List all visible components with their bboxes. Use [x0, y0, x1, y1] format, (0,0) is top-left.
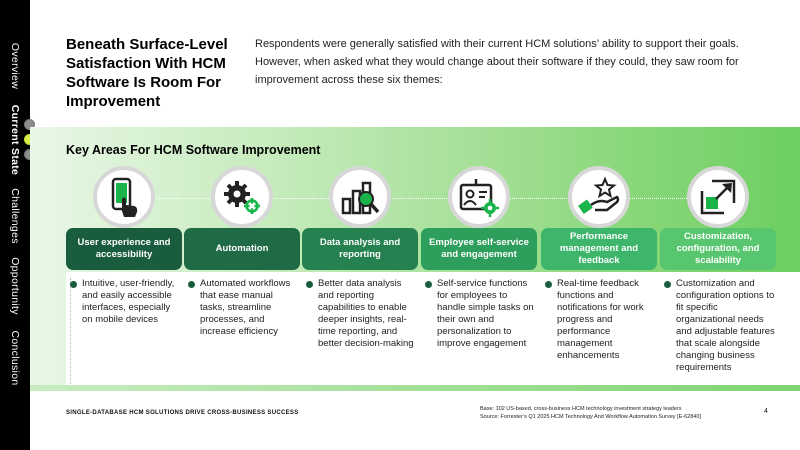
theme-description: Better data analysis and reporting capab… — [306, 278, 418, 350]
theme-description: Intuitive, user-friendly, and easily acc… — [70, 278, 182, 326]
page-title: Beneath Surface-Level Satisfaction With … — [66, 36, 228, 110]
icon-connector-line — [125, 198, 725, 199]
hand-star-icon — [578, 176, 620, 214]
theme-pill-customization: Customization, configuration, and scalab… — [660, 228, 776, 270]
expand-arrow-icon — [700, 179, 736, 215]
intro-paragraph: Respondents were generally satisfied wit… — [255, 38, 739, 86]
nav-item-opportunity[interactable]: Opportunity — [9, 257, 21, 315]
nav-item-challenges[interactable]: Challenges — [9, 188, 21, 244]
band-bottom-strip — [30, 385, 800, 391]
footer-report-title: SINGLE-DATABASE HCM SOLUTIONS DRIVE CROS… — [66, 410, 299, 416]
theme-pill-user-experience: User experience and accessibility — [66, 228, 182, 270]
footer-source-text: Source: Forrester’s Q1 2025 HCM Technolo… — [480, 413, 701, 420]
nav-item-overview[interactable]: Overview — [9, 42, 21, 90]
theme-icon-container — [687, 166, 749, 228]
theme-pill-data-analysis: Data analysis and reporting — [302, 228, 418, 270]
themes-descriptions-panel — [66, 272, 800, 390]
theme-pill-automation: Automation — [184, 228, 300, 270]
side-navigation: Overview Current State Challenges Opport… — [0, 0, 30, 450]
theme-description: Automated workflows that ease manual tas… — [188, 278, 300, 338]
theme-pill-employee-self-service: Employee self-service and engagement — [421, 228, 537, 270]
theme-icon-container — [568, 166, 630, 228]
nav-item-current-state[interactable]: Current State — [9, 104, 21, 176]
theme-column-employee-self-service: Employee self-service and engagement Sel… — [421, 166, 537, 349]
theme-description: Real-time feedback functions and notific… — [545, 278, 657, 362]
theme-icon-container — [93, 166, 155, 228]
nav-item-conclusion[interactable]: Conclusion — [9, 330, 21, 386]
theme-icon-container — [211, 166, 273, 228]
vertical-dotted-line — [70, 278, 71, 384]
theme-column-performance-management: Performance management and feedback Real… — [541, 166, 657, 361]
theme-pill-performance-management: Performance management and feedback — [541, 228, 657, 270]
theme-column-data-analysis: Data analysis and reporting Better data … — [302, 166, 418, 349]
footer-source: Base: 102 US-based, cross-business HCM t… — [480, 406, 701, 421]
theme-column-customization: Customization, configuration, and scalab… — [660, 166, 776, 373]
page-number: 4 — [764, 408, 768, 415]
theme-icon-container — [448, 166, 510, 228]
employee-badge-gear-icon — [459, 179, 499, 217]
theme-description: Customization and configuration options … — [664, 278, 776, 374]
theme-icon-container — [329, 166, 391, 228]
bar-chart-magnifier-icon — [341, 181, 380, 215]
nav-dot-previous[interactable] — [24, 119, 35, 130]
theme-column-user-experience: User experience and accessibility Intuit… — [66, 166, 182, 325]
mobile-touch-icon — [111, 177, 138, 217]
section-title: Key Areas For HCM Software Improvement — [66, 143, 321, 157]
gears-icon — [224, 181, 260, 214]
theme-description: Self-service functions for employees to … — [425, 278, 537, 350]
theme-column-automation: Automation Automated workflows that ease… — [184, 166, 300, 337]
footer-base-text: Base: 102 US-based, cross-business HCM t… — [480, 406, 682, 412]
